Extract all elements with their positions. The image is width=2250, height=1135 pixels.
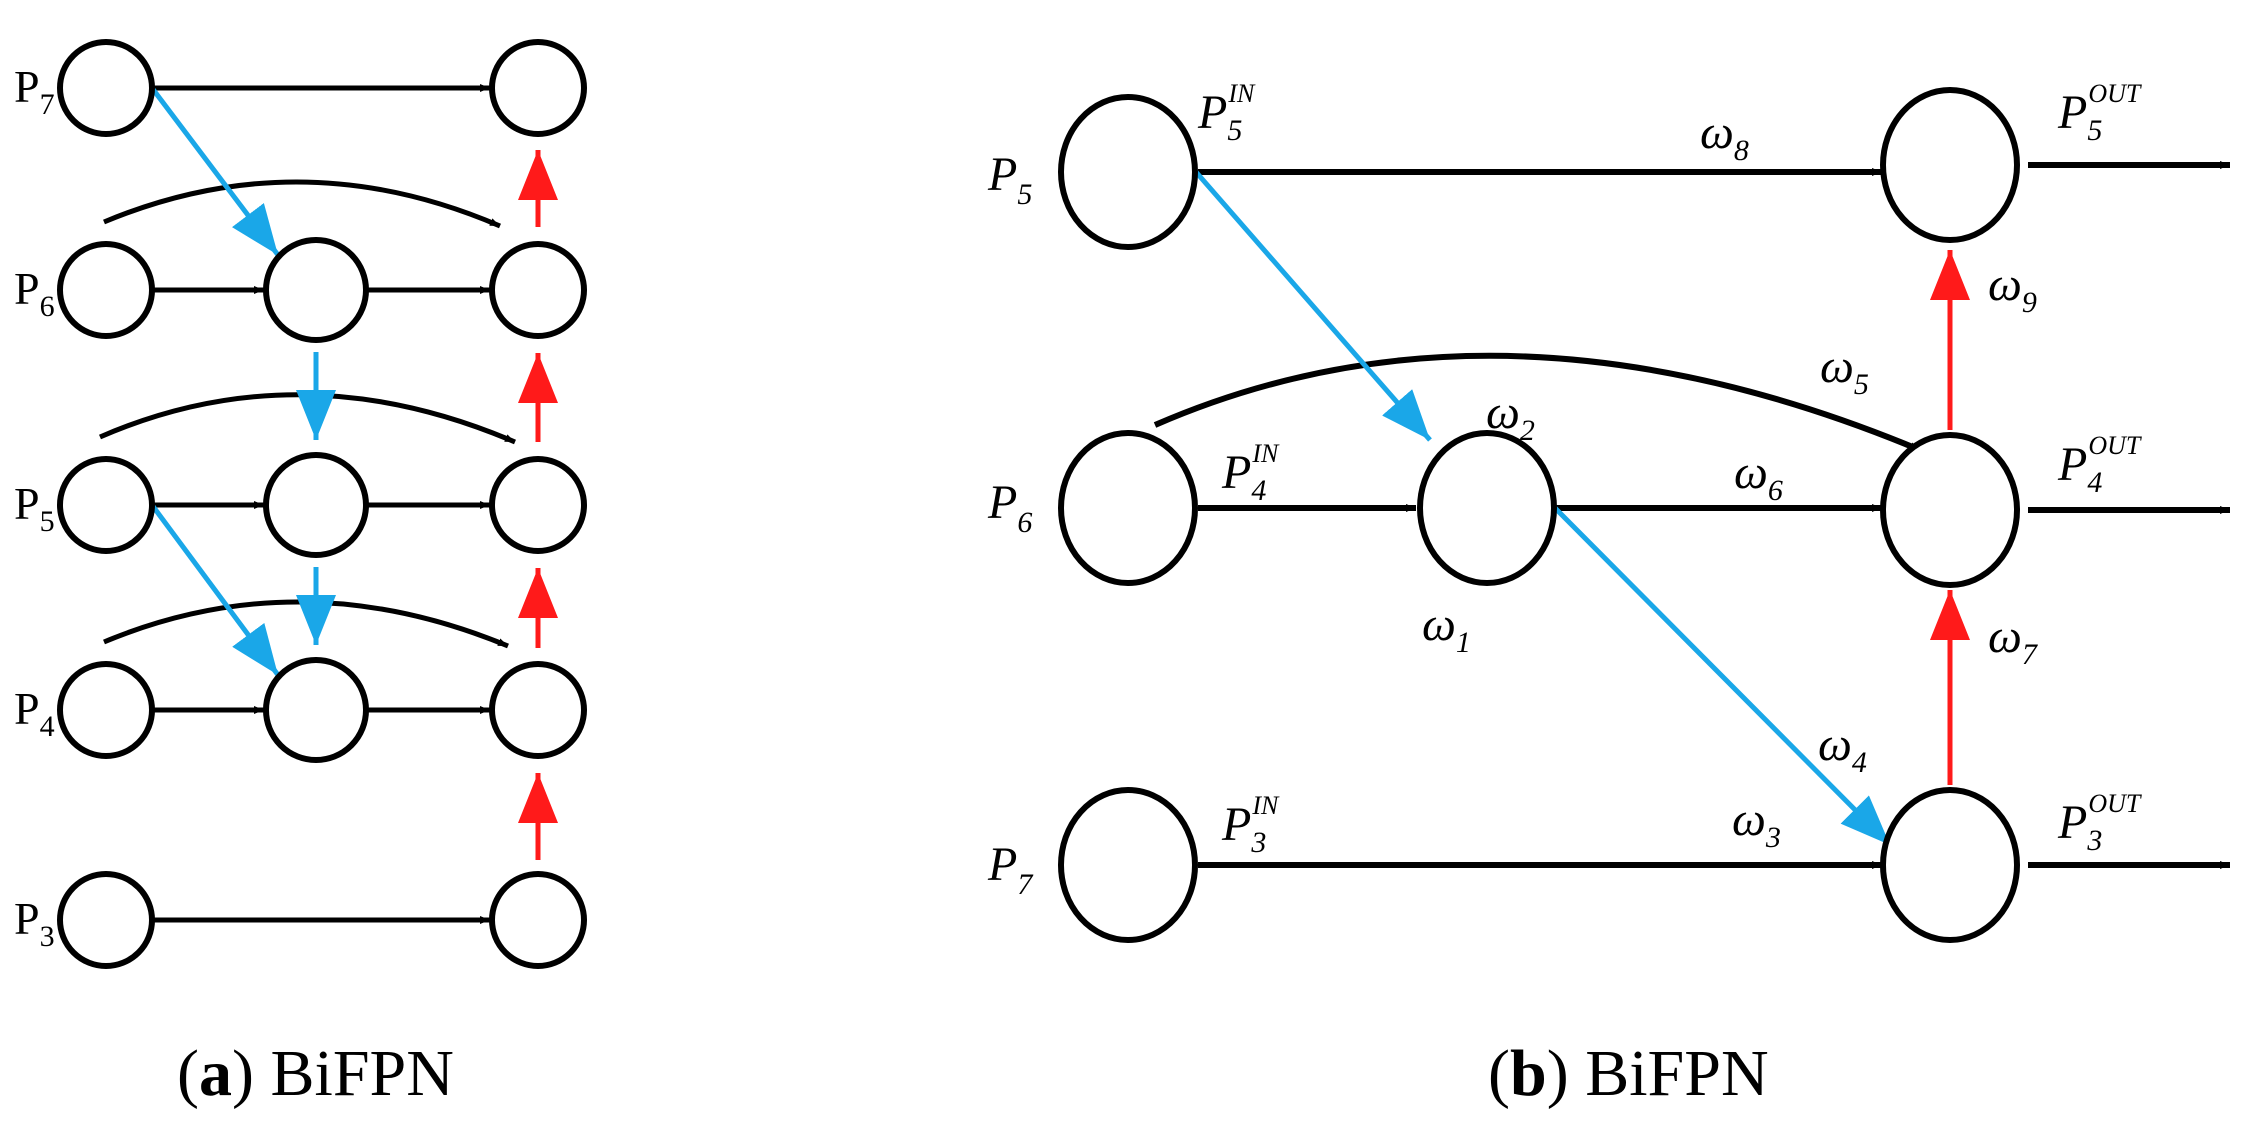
node-b-mid: [1417, 430, 1557, 586]
label-a-p5: P5: [14, 478, 55, 538]
panel-b-level-labels: P5 P6 P7: [987, 148, 1034, 901]
edge-b-mid-to-p3out: [1553, 506, 1892, 847]
weight-w6: ω6: [1734, 446, 1783, 507]
node-a-in-p3: [57, 871, 155, 969]
node-b-out-p4: [1880, 432, 2020, 588]
edge-b-p5in-to-mid: [1194, 170, 1432, 442]
weight-w7: ω7: [1988, 610, 2039, 671]
label-b-p4-out: P4OUT: [2057, 431, 2142, 499]
node-a-out-p3: [489, 871, 587, 969]
panel-a-edges: [99, 84, 558, 924]
node-a-in-p5: [57, 456, 155, 554]
node-a-out-p4: [489, 661, 587, 759]
node-a-mid-p6: [263, 237, 369, 343]
label-b-p4-in: P4IN: [1221, 439, 1280, 507]
label-b-p6: P6: [987, 476, 1032, 539]
panel-b-nodes: [1058, 87, 2020, 943]
node-a-out-p5: [489, 456, 587, 554]
label-b-p3-in: P3IN: [1221, 791, 1280, 859]
edge-a-p4-skip: [103, 599, 509, 649]
node-a-mid-p5: [263, 452, 369, 558]
edge-a-p7-to-p6mid: [150, 86, 280, 257]
panel-b: P5 P6 P7 P5IN P4IN P3IN P5OUT P4OUT P3OU…: [987, 79, 2230, 1110]
node-a-in-p6: [57, 241, 155, 339]
node-b-out-p5: [1880, 87, 2020, 243]
caption-a: (a) BiFPN: [177, 1037, 454, 1110]
edge-a-p5-skip: [99, 392, 516, 445]
panel-a-labels: P7 P6 P5 P4 P3: [14, 61, 55, 953]
weight-w2: ω2: [1486, 386, 1535, 447]
label-a-p3: P3: [14, 893, 55, 953]
weight-w3: ω3: [1732, 793, 1781, 854]
label-a-p6: P6: [14, 263, 55, 323]
node-a-out-p6: [489, 241, 587, 339]
node-a-out-p7: [489, 39, 587, 137]
label-a-p4: P4: [14, 683, 55, 743]
label-b-p5: P5: [987, 148, 1032, 211]
node-a-in-p7: [57, 39, 155, 137]
weight-w4: ω4: [1818, 718, 1867, 779]
node-b-in-p7: [1058, 787, 1198, 943]
edge-a-p6-skip: [103, 179, 501, 229]
panel-b-in-labels: P5IN P4IN P3IN: [1197, 79, 1280, 859]
weight-w9: ω9: [1988, 258, 2037, 319]
node-b-in-p5: [1058, 94, 1198, 250]
node-a-mid-p4: [263, 657, 369, 763]
panel-b-weights: ω1 ω2 ω3 ω4 ω5 ω6 ω7 ω8 ω9: [1422, 106, 2039, 854]
node-a-in-p4: [57, 661, 155, 759]
label-b-p5-out: P5OUT: [2057, 79, 2142, 147]
panel-b-edges: [1153, 161, 2230, 869]
edge-b-p4in-skip: [1153, 352, 1922, 453]
label-b-p3-out: P3OUT: [2057, 789, 2142, 857]
edge-a-p5-to-p4mid: [149, 503, 281, 677]
weight-w1: ω1: [1422, 598, 1471, 659]
weight-w5: ω5: [1820, 340, 1869, 401]
weight-w8: ω8: [1700, 106, 1749, 167]
node-b-out-p3: [1880, 787, 2020, 943]
caption-b: (b) BiFPN: [1488, 1037, 1769, 1110]
label-b-p7: P7: [987, 838, 1034, 901]
label-b-p5-in: P5IN: [1197, 79, 1256, 147]
node-b-in-p6: [1058, 430, 1198, 586]
label-a-p7: P7: [14, 61, 55, 121]
panel-a: P7 P6 P5 P4 P3 (a) BiFPN: [14, 39, 587, 1110]
panel-b-out-labels: P5OUT P4OUT P3OUT: [2057, 79, 2142, 857]
panel-a-nodes: [57, 39, 587, 969]
